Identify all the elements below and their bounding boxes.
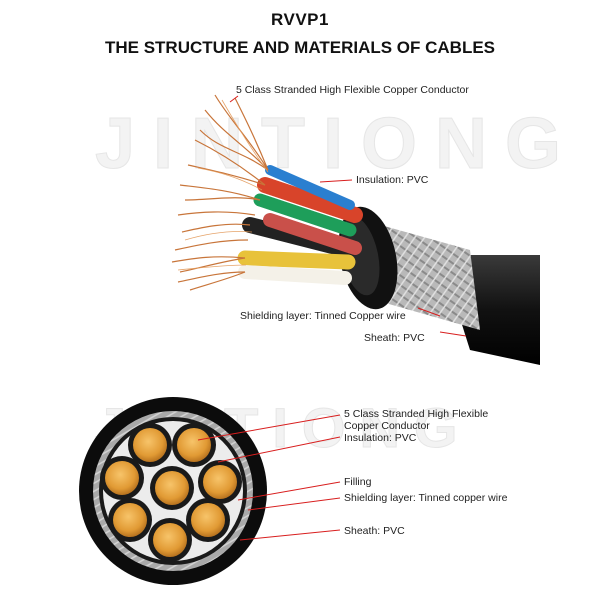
- cross-cores: [100, 423, 242, 562]
- diagram-subtitle: THE STRUCTURE AND MATERIALS OF CABLES: [104, 38, 496, 57]
- label-top-conductor: 5 Class Stranded High Flexible Copper Co…: [236, 84, 469, 96]
- bottom-leader-lines: [197, 414, 341, 541]
- label-top-shielding: Shielding layer: Tinned Copper wire: [240, 310, 406, 322]
- label-top-sheath: Sheath: PVC: [364, 332, 425, 344]
- diagram-title: RVVP1: [271, 10, 329, 29]
- label-bottom-shielding: Shielding layer: Tinned copper wire: [344, 492, 508, 504]
- label-bottom-conductor: 5 Class Stranded High Flexible Copper Co…: [344, 408, 489, 432]
- cable-side-view: [171, 94, 540, 365]
- braid-shield: [370, 222, 480, 330]
- watermark-top: JINTIONG: [94, 104, 580, 184]
- insulated-cores: [237, 165, 363, 285]
- label-bottom-insulation: Insulation: PVC: [344, 432, 417, 444]
- label-bottom-filling: Filling: [344, 476, 372, 488]
- label-bottom-sheath: Sheath: PVC: [344, 525, 405, 537]
- top-leader-lines: [229, 95, 467, 337]
- label-top-insulation: Insulation: PVC: [356, 174, 429, 186]
- cable-cross-section: [79, 397, 267, 585]
